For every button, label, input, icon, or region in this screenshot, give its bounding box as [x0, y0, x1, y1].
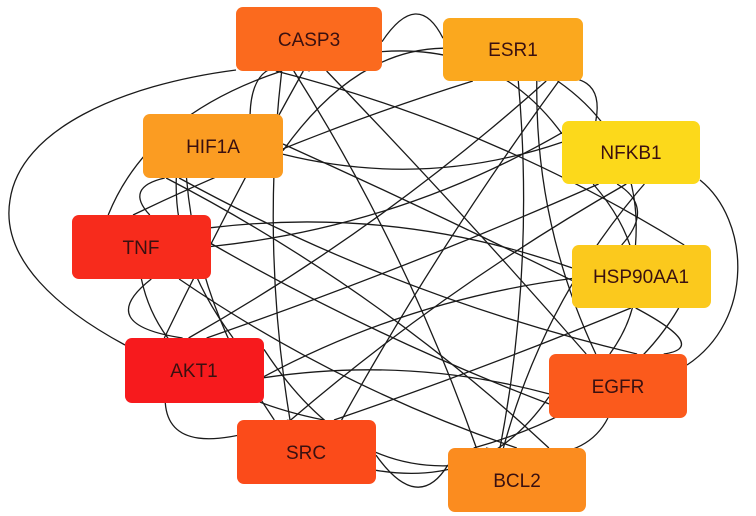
edge-HIF1A-HSP90AA1 [282, 143, 573, 281]
node-BCL2[interactable]: BCL2 [448, 448, 586, 512]
edge-ESR1-SRC [341, 80, 560, 421]
node-box [443, 18, 583, 81]
node-NFKB1[interactable]: NFKB1 [562, 121, 700, 184]
node-box [236, 7, 382, 71]
node-box [448, 448, 586, 512]
node-HSP90AA1[interactable]: HSP90AA1 [572, 245, 711, 308]
node-label: AKT1 [170, 361, 218, 382]
node-layer: CASP3 ESR1 HIF1A NFKB1 TNF HSP90AA1 AKT1 [72, 7, 711, 512]
node-box [237, 420, 376, 484]
node-box [143, 114, 283, 178]
node-ESR1[interactable]: ESR1 [443, 18, 583, 81]
edge-NFKB1-SRC [290, 183, 627, 421]
edge-NFKB1-TNF [210, 132, 563, 248]
edge-TNF-AKT1 [127, 278, 183, 339]
node-box [562, 121, 700, 184]
edge-ESR1-AKT1 [188, 80, 547, 339]
edge-HIF1A-TNF [139, 177, 165, 216]
node-TNF[interactable]: TNF [72, 215, 211, 279]
edge-TNF-BCL2 [178, 278, 518, 449]
node-label: HSP90AA1 [593, 267, 689, 288]
node-box [72, 215, 211, 279]
edge-TNF-EGFR [210, 242, 550, 405]
edge-NFKB1-BCL2 [502, 183, 645, 449]
edge-HSP90AA1-AKT1 [263, 277, 573, 378]
node-label: NFKB1 [600, 143, 661, 164]
node-label: TNF [123, 238, 160, 259]
node-label: CASP3 [278, 30, 340, 51]
edge-CASP3-AKT1-outer [8, 69, 237, 346]
node-SRC[interactable]: SRC [237, 420, 376, 484]
node-label: SRC [286, 443, 326, 464]
node-CASP3[interactable]: CASP3 [236, 7, 382, 71]
edge-CASP3-BCL2 [293, 70, 478, 449]
edge-NFKB1-AKT1 [206, 183, 599, 339]
node-AKT1[interactable]: AKT1 [125, 338, 264, 403]
edge-HSP90AA1-SRC [333, 307, 632, 421]
edge-NFKB1-EGFR-outer [686, 179, 739, 366]
node-label: BCL2 [493, 471, 541, 492]
edge-ESR1-TNF [132, 80, 473, 216]
edge-HIF1A-EGFR [178, 177, 638, 355]
node-box [125, 338, 264, 403]
node-EGFR[interactable]: EGFR [549, 354, 687, 418]
edge-HIF1A-NFKB1 [282, 141, 563, 170]
edge-ESR1-EGFR [536, 80, 597, 355]
edge-CASP3-AKT1 [163, 70, 304, 339]
edge-TNF-HSP90AA1 [210, 221, 573, 269]
edge-ESR1-BCL2 [499, 80, 525, 449]
edge-AKT1-EGFR [263, 369, 550, 395]
edge-CASP3-EGFR [326, 70, 587, 355]
edge-CASP3-ESR1 [381, 13, 444, 43]
edge-SRC-BCL2 [375, 454, 449, 488]
edge-ESR1-HIF1A [282, 47, 444, 151]
node-label: HIF1A [186, 137, 240, 158]
node-box [572, 245, 711, 308]
node-label: EGFR [592, 377, 645, 398]
node-HIF1A[interactable]: HIF1A [143, 114, 283, 178]
edge-CASP3-HSP90AA1 [275, 70, 685, 246]
edge-HSP90AA1-EGFR [635, 307, 683, 355]
edge-HIF1A-BCL2 [165, 177, 550, 449]
node-box [549, 354, 687, 418]
node-label: ESR1 [488, 40, 538, 61]
